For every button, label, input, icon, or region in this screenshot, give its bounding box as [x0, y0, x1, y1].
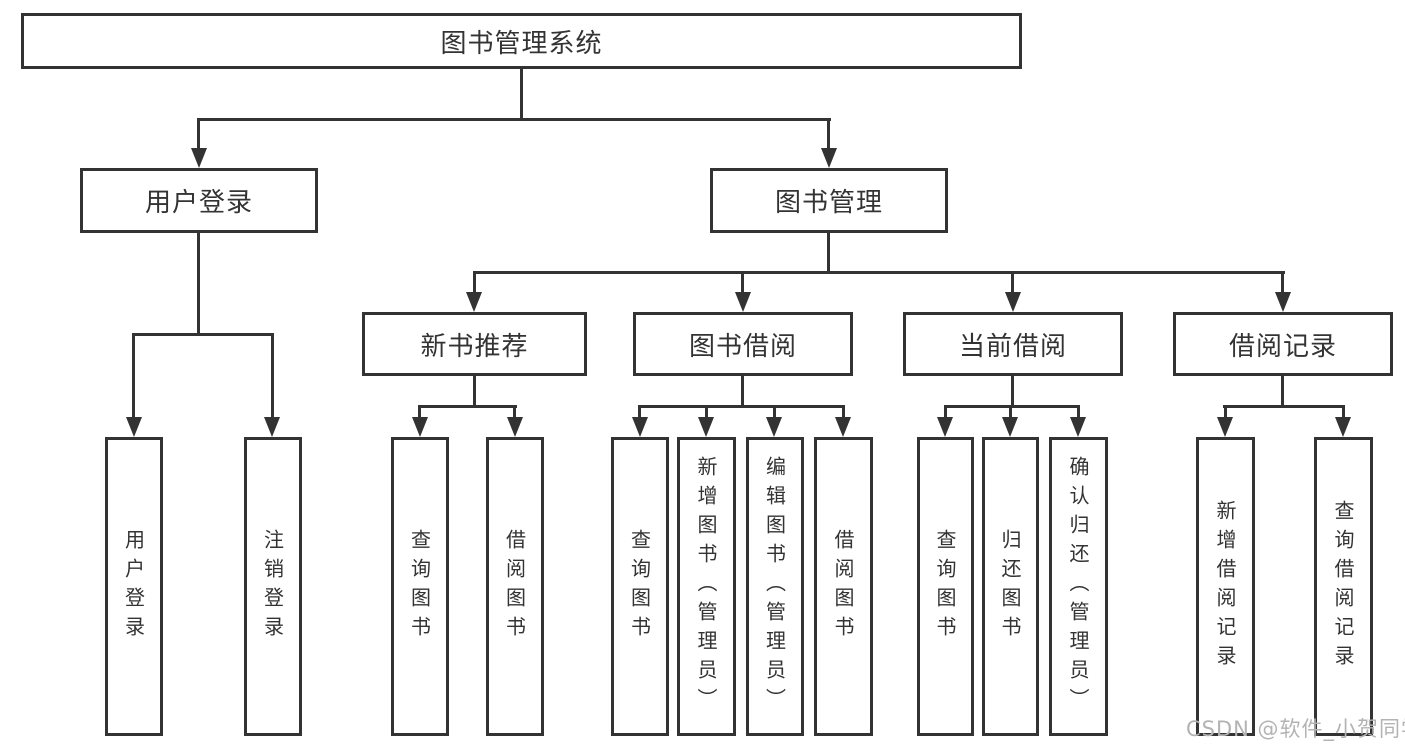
connector-leaf: [944, 407, 947, 419]
connector-to-borrow-records: [1281, 272, 1284, 294]
arrowhead-down-icon: [412, 417, 428, 437]
watermark: CSDN @软件_小贺同学: [1186, 717, 1405, 741]
connector-leaf: [1009, 407, 1012, 419]
node-borrow-records-label: 借阅记录: [1228, 331, 1337, 362]
arrowhead-down-icon: [766, 417, 782, 437]
node-new-book-recommend-label: 新书推荐: [420, 331, 529, 362]
connector-leaf: [1224, 407, 1227, 419]
arrowhead-down-icon: [1217, 417, 1233, 437]
connector-borrow-records-stem: [1281, 376, 1284, 407]
leaf-query-borrow-record-label: 查询借阅记录: [1331, 499, 1355, 674]
node-current-borrow: 当前借阅: [903, 312, 1123, 376]
node-user-login-label: 用户登录: [144, 188, 253, 218]
leaf-edit-book-admin: 编辑图书（管理员）: [746, 437, 804, 736]
arrowhead-down-icon: [466, 292, 482, 312]
leaf-logout: 注销登录: [244, 437, 302, 736]
connector-leaf: [773, 407, 776, 419]
arrowhead-down-icon: [698, 417, 714, 437]
connector-user-login-rail: [132, 333, 274, 336]
connector-leaf: [842, 407, 845, 419]
connector-to-book-borrow: [741, 272, 744, 294]
connector-book-borrow-rail: [638, 405, 845, 408]
leaf-query-book-recommend-label: 查询图书: [407, 528, 432, 645]
node-user-login: 用户登录: [80, 168, 318, 233]
leaf-borrow-book-label: 借阅图书: [831, 528, 855, 645]
node-current-borrow-label: 当前借阅: [958, 331, 1067, 362]
arrowhead-down-icon: [126, 417, 142, 437]
leaf-return-book: 归还图书: [982, 437, 1039, 736]
node-book-borrow-label: 图书借阅: [688, 331, 797, 362]
leaf-return-book-label: 归还图书: [998, 528, 1022, 645]
connector-to-book-management: [827, 120, 830, 150]
leaf-add-borrow-record: 新增借阅记录: [1196, 437, 1255, 736]
arrowhead-down-icon: [1335, 417, 1351, 437]
leaf-borrow-book: 借阅图书: [814, 437, 873, 736]
arrowhead-down-icon: [735, 292, 751, 312]
leaf-user-login-label: 用户登录: [121, 528, 146, 645]
connector-to-new-book: [473, 272, 476, 294]
leaf-confirm-return-admin: 确认归还（管理员）: [1049, 437, 1108, 736]
connector-new-book-stem: [473, 376, 476, 407]
node-root: 图书管理系统: [21, 13, 1022, 69]
connector-root-stem: [520, 69, 523, 120]
connector-leaf: [1077, 407, 1080, 419]
arrowhead-down-icon: [937, 417, 953, 437]
arrowhead-down-icon: [632, 417, 648, 437]
arrowhead-down-icon: [821, 148, 837, 168]
leaf-borrow-book-recommend: 借阅图书: [486, 437, 544, 736]
connector-to-leaf-user-login: [132, 335, 135, 417]
arrowhead-down-icon: [264, 417, 280, 437]
leaf-add-borrow-record-label: 新增借阅记录: [1213, 499, 1237, 674]
connector-new-book-rail: [418, 405, 517, 408]
connector-to-current-borrow: [1011, 272, 1014, 294]
leaf-query-borrow-record: 查询借阅记录: [1314, 437, 1373, 736]
leaf-confirm-return-admin-label: 确认归还（管理员）: [1066, 456, 1090, 717]
arrowhead-down-icon: [1275, 292, 1291, 312]
leaf-query-book-current: 查询图书: [917, 437, 974, 736]
leaf-query-book-borrow-label: 查询图书: [627, 528, 652, 645]
arrowhead-down-icon: [835, 417, 851, 437]
connector-borrow-records-rail: [1223, 405, 1345, 408]
node-borrow-records: 借阅记录: [1173, 312, 1393, 376]
connector-book-management-stem: [827, 233, 830, 274]
connector-book-management-rail: [473, 271, 1285, 274]
node-book-management: 图书管理: [710, 168, 948, 233]
leaf-user-login: 用户登录: [105, 437, 163, 736]
connector-to-user-login: [197, 120, 200, 150]
leaf-borrow-book-recommend-label: 借阅图书: [502, 528, 527, 645]
connector-leaf: [418, 407, 421, 419]
connector-current-borrow-rail: [944, 405, 1080, 408]
connector-leaf: [705, 407, 708, 419]
connector-current-borrow-stem: [1011, 376, 1014, 407]
leaf-edit-book-admin-label: 编辑图书（管理员）: [762, 456, 787, 717]
node-book-borrow: 图书借阅: [633, 312, 853, 376]
connector-leaf: [513, 407, 516, 419]
leaf-add-book-admin: 新增图书（管理员）: [677, 437, 736, 736]
arrowhead-down-icon: [1002, 417, 1018, 437]
leaf-logout-label: 注销登录: [260, 528, 285, 645]
arrowhead-down-icon: [507, 417, 523, 437]
connector-leaf: [638, 407, 641, 419]
leaf-add-book-admin-label: 新增图书（管理员）: [694, 456, 718, 717]
leaf-query-book-recommend: 查询图书: [391, 437, 449, 736]
arrowhead-down-icon: [1070, 417, 1086, 437]
arrowhead-down-icon: [191, 148, 207, 168]
arrowhead-down-icon: [1005, 292, 1021, 312]
connector-to-leaf-logout: [271, 335, 274, 417]
leaf-query-book-borrow: 查询图书: [611, 437, 669, 736]
node-root-label: 图书管理系统: [440, 28, 603, 59]
node-new-book-recommend: 新书推荐: [362, 312, 587, 376]
connector-root-rail: [197, 118, 831, 121]
connector-leaf: [1342, 407, 1345, 419]
connector-book-borrow-stem: [741, 376, 744, 407]
connector-user-login-stem: [197, 233, 200, 335]
node-book-management-label: 图书管理: [774, 188, 883, 218]
leaf-query-book-current-label: 查询图书: [933, 528, 957, 645]
